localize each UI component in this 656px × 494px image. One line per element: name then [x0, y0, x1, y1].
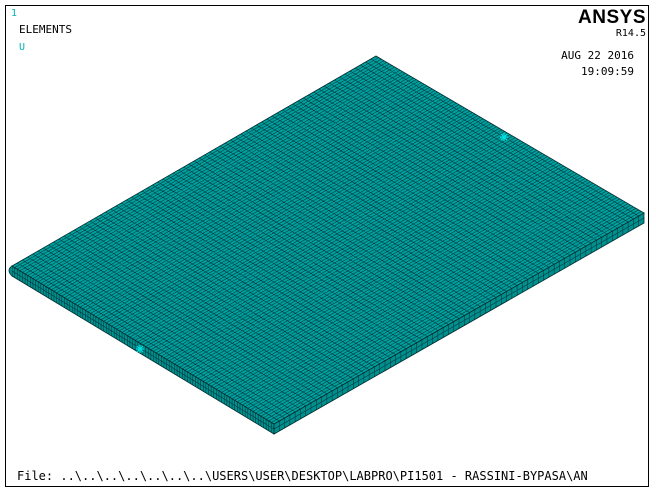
- plot-date: AUG 22 2016: [561, 49, 634, 62]
- file-path-line: File: ..\..\..\..\..\..\..\USERS\USER\DE…: [17, 469, 588, 483]
- element-mesh: [8, 55, 645, 435]
- window-number: 1: [11, 8, 18, 19]
- plot-type-label: ELEMENTS: [19, 23, 72, 36]
- boundary-marker-back: [500, 133, 508, 141]
- plot-time: 19:09:59: [581, 65, 634, 78]
- boundary-marker-front: [136, 345, 144, 353]
- displacement-symbol-icon: U: [19, 42, 26, 53]
- graphics-window[interactable]: 1 ELEMENTS U ANSYS R14.5 AUG 22 2016 19:…: [5, 5, 649, 487]
- element-edges: [11, 57, 645, 433]
- version-label: R14.5: [615, 28, 646, 39]
- boundary-condition-markers: [136, 133, 508, 353]
- mesh-viewport[interactable]: [6, 6, 650, 488]
- ansys-logo: ANSYS: [578, 7, 646, 28]
- plate-edge-curl: [8, 265, 13, 277]
